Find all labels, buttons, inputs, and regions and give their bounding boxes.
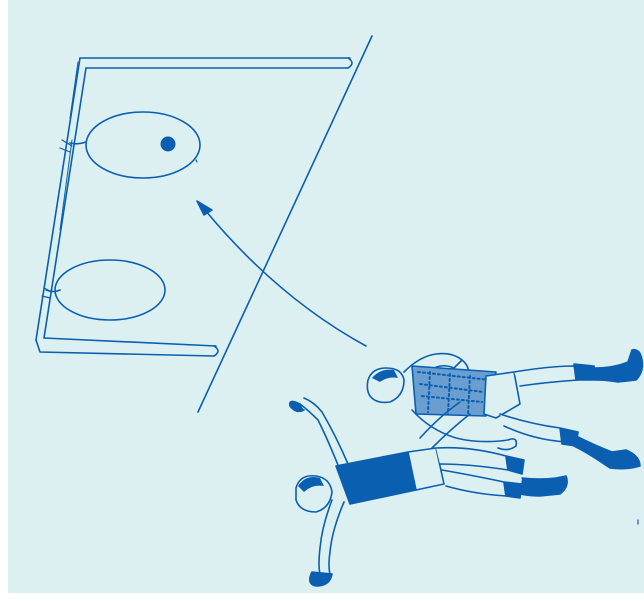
ball (161, 137, 176, 152)
throw-arrow (197, 201, 366, 346)
side-line (198, 36, 372, 412)
goal-frame (36, 58, 352, 356)
player-one (367, 350, 642, 469)
lower-target (46, 260, 165, 320)
upper-target (70, 112, 200, 178)
